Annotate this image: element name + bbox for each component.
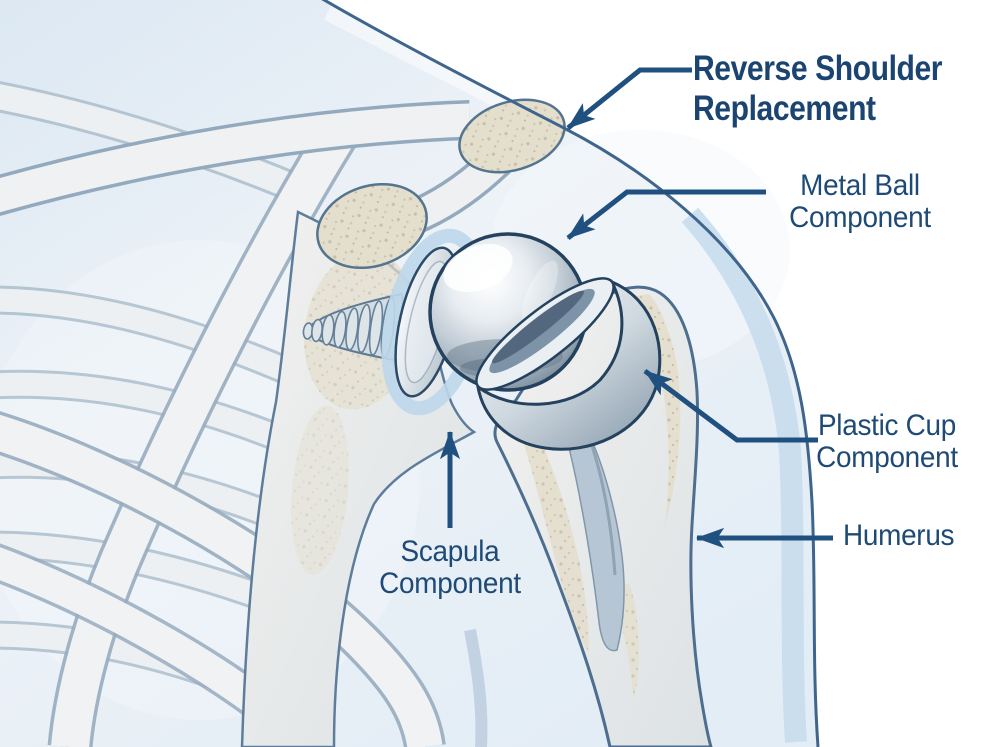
- acromion: [458, 98, 566, 174]
- plastic-cup-arrow: [643, 369, 818, 443]
- metal-ball-arrow: [566, 189, 766, 240]
- coracoid-process: [316, 182, 428, 270]
- title-arrow: [566, 67, 692, 130]
- body-outline: [321, 0, 820, 747]
- implant-stem: [567, 423, 625, 652]
- label-metal-ball-component: Metal Ball Component: [789, 169, 931, 234]
- deltoid-shade-band: [681, 207, 807, 743]
- clavicle-bone: [0, 100, 471, 216]
- armpit-fold: [464, 628, 488, 747]
- plastic-cup: [475, 277, 662, 451]
- diagram-title: Reverse Shoulder Replacement: [693, 49, 943, 128]
- label-humerus: Humerus: [843, 519, 955, 552]
- label-scapula-component: Scapula Component: [379, 535, 521, 600]
- label-plastic-cup-component: Plastic Cup Component: [816, 409, 958, 474]
